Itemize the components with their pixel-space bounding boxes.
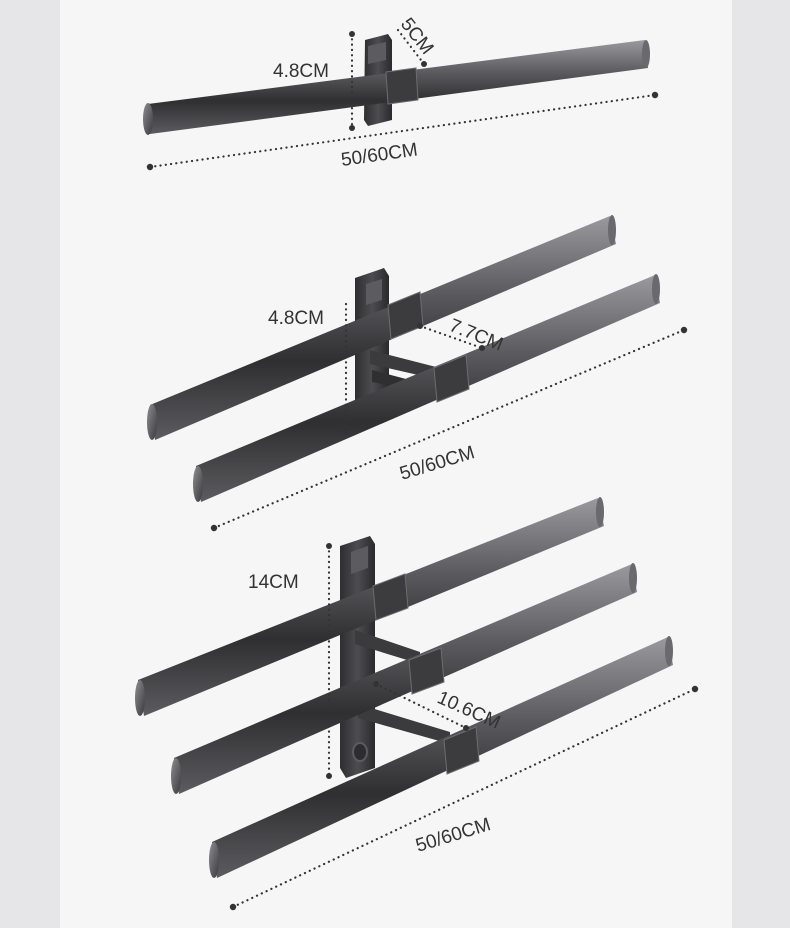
spacing-dimension-line	[374, 682, 468, 730]
towel-bar-upper	[147, 215, 616, 440]
depth-dimension-line	[396, 28, 426, 66]
height-label: 4.8CM	[268, 308, 324, 329]
length-label: 50/60CM	[340, 139, 419, 171]
variant-single-bar: 4.8CM 5CM 50/60CM	[143, 14, 659, 171]
height-label: 14CM	[248, 572, 299, 593]
length-label: 50/60CM	[397, 442, 477, 485]
spacing-dimension-line	[418, 324, 484, 350]
towel-bar-top	[135, 497, 604, 716]
towel-bar	[143, 40, 650, 135]
height-label: 4.8CM	[273, 61, 329, 82]
variant-double-bar: 4.8CM 7.7CM 50/60CM	[147, 215, 688, 532]
length-dimension-line	[148, 93, 657, 169]
towel-bar-bottom	[209, 636, 673, 878]
towel-bar-lower	[193, 274, 660, 502]
variant-triple-bar: 14CM 10.6CM 50/60CM	[135, 497, 699, 911]
length-dimension-line	[231, 687, 697, 909]
depth-label: 5CM	[396, 14, 437, 59]
towel-bar-middle	[171, 563, 637, 794]
length-label: 50/60CM	[413, 814, 493, 857]
right-margin-panel	[732, 0, 790, 928]
left-margin-panel	[0, 0, 60, 928]
length-dimension-line	[212, 328, 686, 530]
